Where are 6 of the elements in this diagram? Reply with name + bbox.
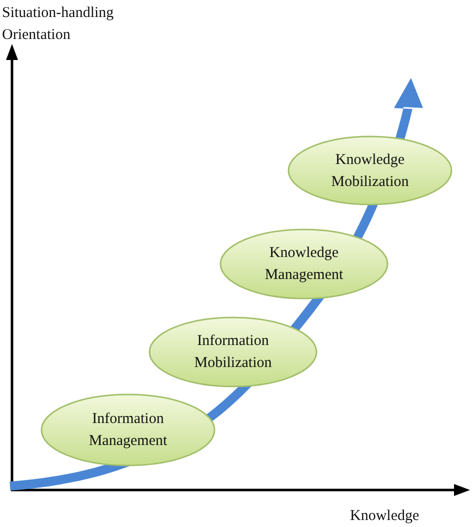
stage-label: Knowledge Management [264,244,344,285]
y-axis-title: Situation-handling Orientation [2,4,115,45]
stage-label: Knowledge Mobilization [330,150,410,192]
stage-label: Information Mobilization [193,332,273,373]
x-axis-title: Knowledge [350,507,420,526]
stage-label: Information Management [88,410,168,451]
